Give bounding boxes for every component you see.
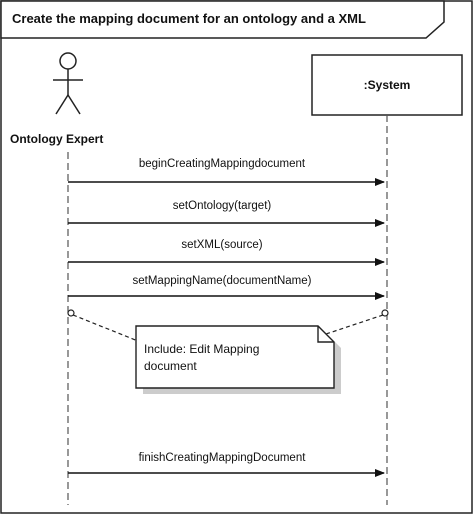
message-label: finishCreatingMappingDocument <box>139 452 307 464</box>
system-lifeline-box <box>311 54 463 116</box>
frame-title-tab <box>0 0 445 39</box>
note-connector-left <box>72 314 139 342</box>
message-label: beginCreatingMappingdocument <box>139 158 306 170</box>
note-box <box>135 325 335 389</box>
actor-name: Ontology Expert <box>10 132 103 146</box>
note-line-2: document <box>144 359 197 373</box>
actor-figure-icon <box>53 52 83 115</box>
note-anchor-left <box>67 309 75 317</box>
frame-title: Create the mapping document for an ontol… <box>12 11 366 26</box>
note-line-1: Include: Edit Mapping <box>144 342 259 356</box>
message-label: setOntology(target) <box>173 200 272 212</box>
note-fold <box>317 326 334 343</box>
message-label: setMappingName(documentName) <box>133 275 312 287</box>
system-name: :System <box>364 78 411 92</box>
message-label: setXML(source) <box>181 239 262 251</box>
note-anchor-right <box>381 309 389 317</box>
